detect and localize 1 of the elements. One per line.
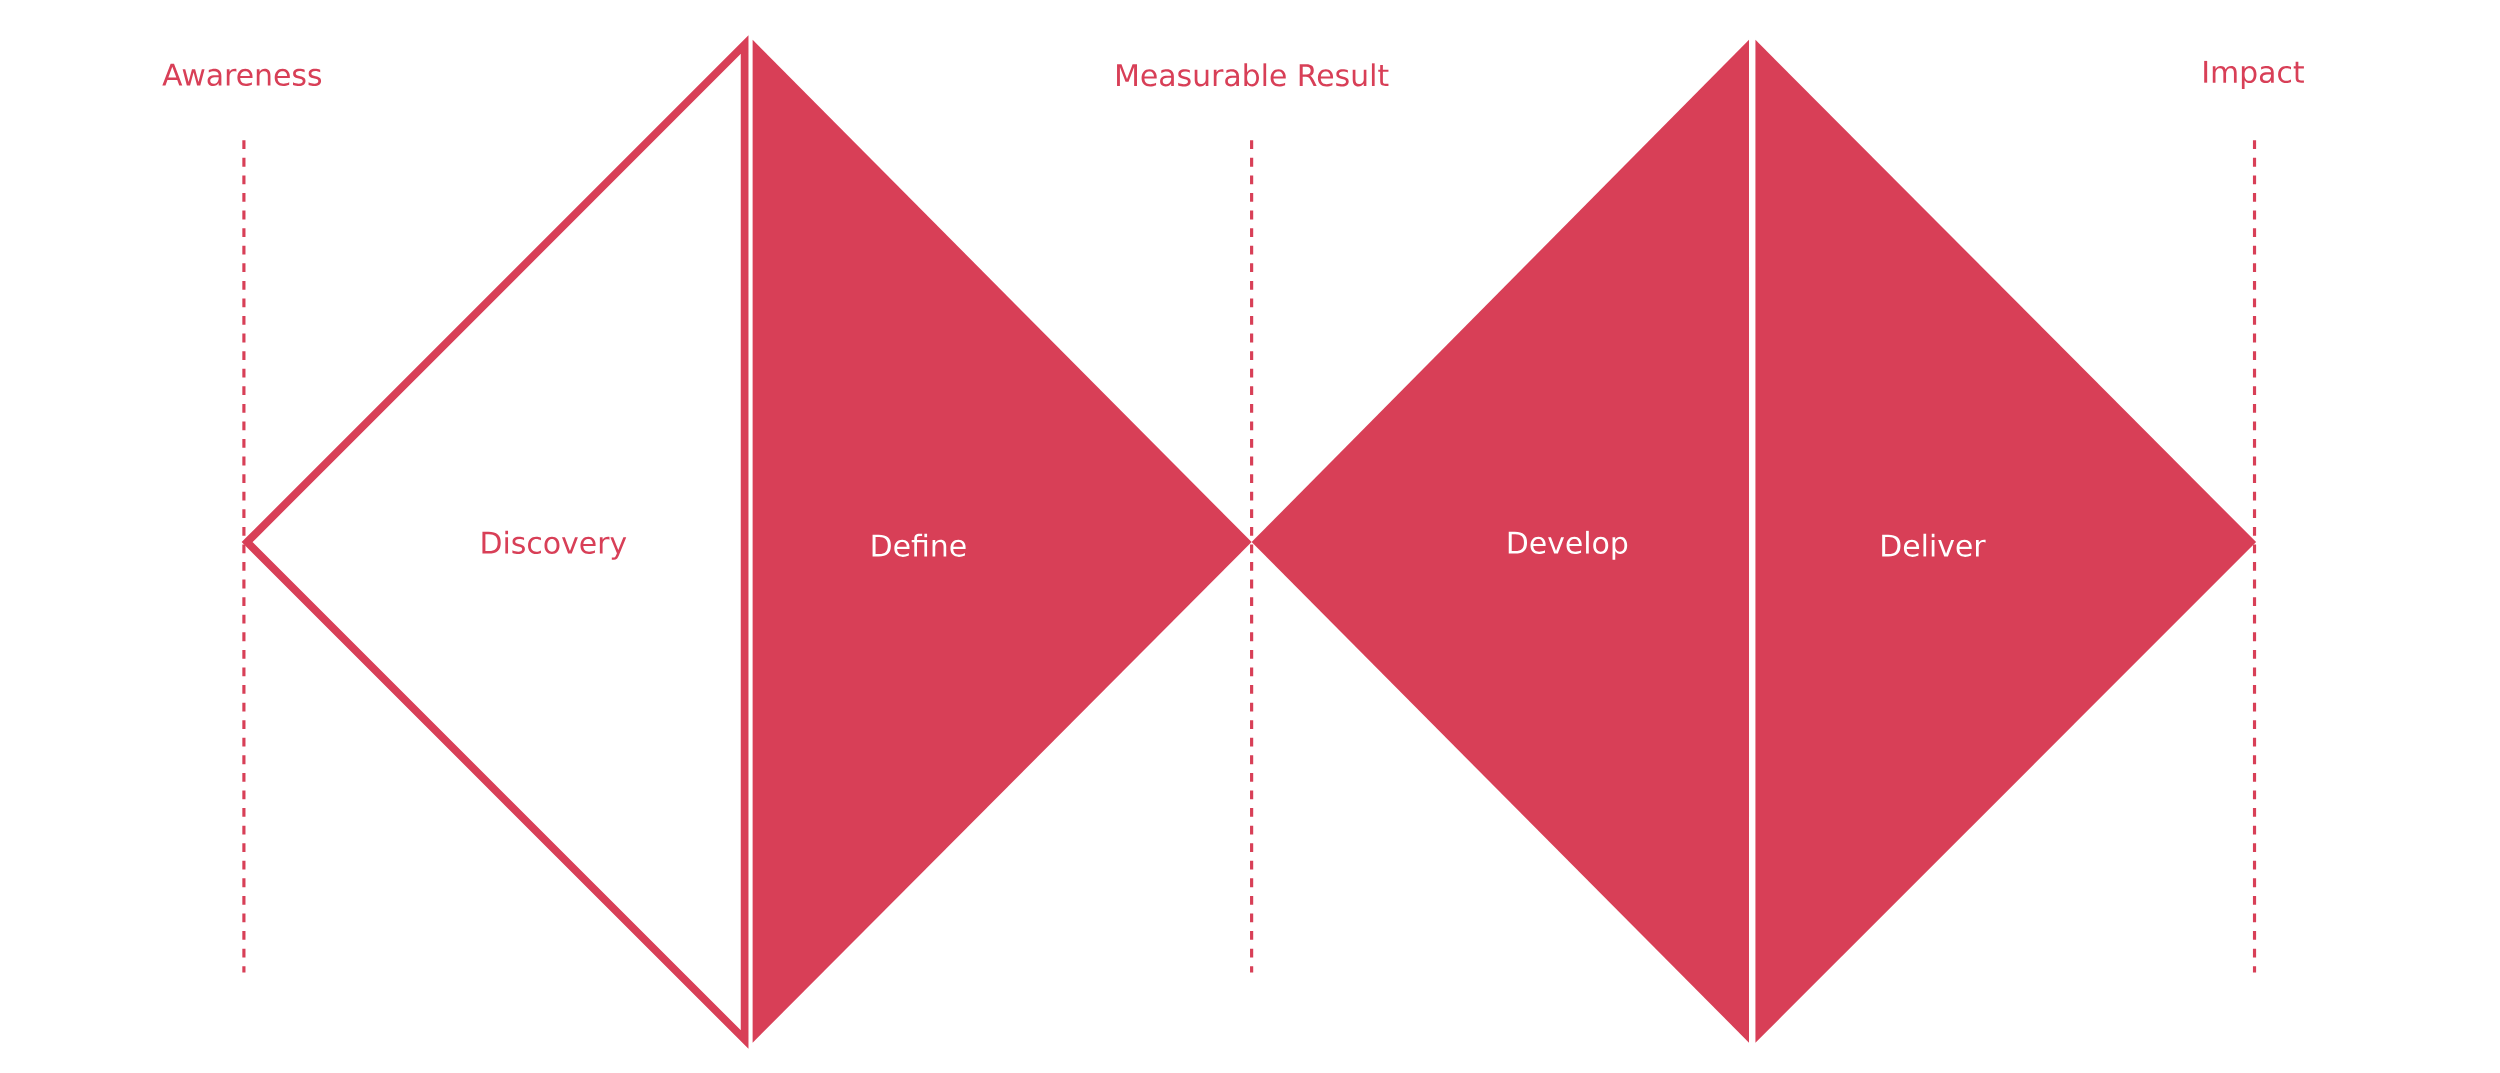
heading-label: Awareness (162, 63, 322, 86)
